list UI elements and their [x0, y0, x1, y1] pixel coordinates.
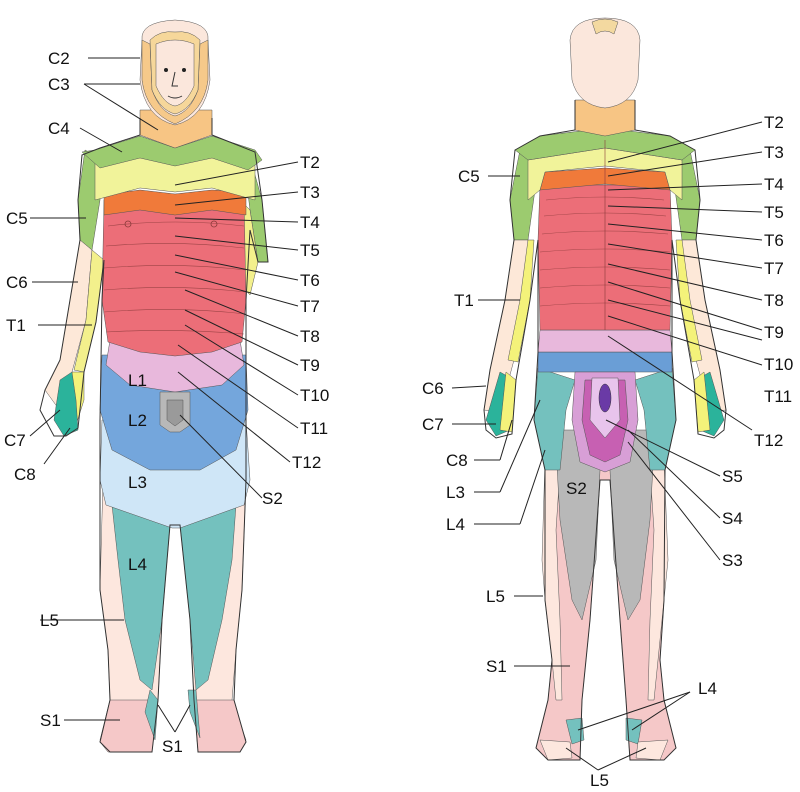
back-label-s4: S4: [722, 509, 743, 528]
front-t10-contour: [105, 330, 245, 335]
back-label-s2: S2: [566, 479, 587, 498]
front-nipple-left: [124, 220, 132, 228]
back-s5: [598, 383, 612, 413]
front-label-t5: T5: [300, 241, 320, 260]
back-label-t2: T2: [764, 113, 784, 132]
front-label-t8: T8: [300, 327, 320, 346]
front-label-t9: T9: [300, 356, 320, 375]
back-label-t4: T4: [764, 175, 784, 194]
front-eye-right: [182, 68, 186, 72]
back-label-s5: S5: [722, 467, 743, 486]
back-body-outline: [483, 100, 727, 761]
front-label-l4: L4: [128, 555, 147, 574]
back-arm-t1-right: [675, 239, 703, 363]
back-label-t5: T5: [764, 203, 784, 222]
front-label-l3: L3: [128, 473, 147, 492]
front-hand-c8: [53, 371, 79, 437]
front-nose: [171, 71, 178, 87]
front-thoracic: [101, 199, 247, 357]
front-label-s1-left: S1: [40, 711, 61, 730]
back-label-t11: T11: [764, 387, 792, 406]
front-t3: [103, 189, 247, 216]
back-l4-foot-left: [565, 717, 585, 745]
front-label-c4: C4: [48, 119, 70, 138]
back-label-t6: T6: [764, 231, 784, 250]
back-l5-left: [541, 459, 563, 701]
front-label-c3: C3: [48, 75, 70, 94]
front-label-t7: T7: [300, 297, 320, 316]
back-label-t3: T3: [764, 143, 784, 162]
front-label-l5: L5: [40, 611, 59, 630]
back-label-t9: T9: [764, 323, 784, 342]
front-label-t11: T11: [300, 419, 328, 438]
front-eye-left: [164, 68, 168, 72]
front-figure: [39, 19, 269, 753]
front-label-s2: S2: [262, 489, 283, 508]
back-label-l4-left: L4: [446, 515, 465, 534]
front-t8-contour: [103, 287, 247, 293]
back-label-c5: C5: [458, 167, 480, 186]
back-l5-right: [647, 459, 669, 701]
back-figure: [483, 17, 727, 761]
front-t7-contour: [103, 265, 247, 271]
front-t9-contour: [103, 309, 247, 315]
front-label-s1-bottom: S1: [162, 737, 183, 756]
back-label-t8: T8: [764, 291, 784, 310]
front-label-t3: T3: [300, 183, 320, 202]
back-label-s1: S1: [486, 657, 507, 676]
front-body-outline: [39, 118, 269, 753]
back-head: [569, 17, 641, 109]
front-label-t4: T4: [300, 213, 320, 232]
back-label-l4-bottom: L4: [698, 679, 717, 698]
front-label-c6: C6: [6, 273, 28, 292]
back-label-t10: T10: [764, 355, 793, 374]
front-label-c7: C7: [4, 431, 26, 450]
front-label-c8: C8: [14, 465, 36, 484]
front-label-t10: T10: [300, 386, 329, 405]
back-label-l3: L3: [446, 483, 465, 502]
back-label-l5-bottom: L5: [590, 771, 609, 790]
back-labels: T2 T3 T4 T5 T6 T7 T8 T9 T10 T11 T12 C5 T…: [422, 113, 793, 790]
front-label-c2: C2: [48, 49, 70, 68]
back-label-s3: S3: [722, 551, 743, 570]
front-labels: C2 C3 C4 C5 C6 T1 C7 C8 T2 T3 T4 T5 T6 T…: [4, 49, 329, 756]
front-label-t2: T2: [300, 153, 320, 172]
back-leader-lines: [451, 121, 763, 771]
front-foot-right: [193, 699, 247, 753]
front-mouth: [167, 95, 183, 99]
front-nipple-right: [210, 220, 218, 228]
back-label-c6: C6: [422, 379, 444, 398]
front-label-l2: L2: [128, 411, 147, 430]
back-label-t7: T7: [764, 259, 784, 278]
back-label-c8: C8: [446, 451, 468, 470]
back-label-l5-left: L5: [486, 587, 505, 606]
front-s2-inner: [166, 399, 184, 427]
front-label-t1: T1: [6, 316, 26, 335]
front-label-c5: C5: [6, 209, 28, 228]
back-t12: [537, 329, 673, 353]
back-l3-buttock: [537, 351, 673, 373]
back-label-t1: T1: [454, 291, 474, 310]
back-l5-foot-left: [539, 739, 573, 761]
front-label-t12: T12: [292, 453, 321, 472]
front-t6-contour: [105, 243, 245, 249]
back-label-t12: T12: [754, 431, 783, 450]
front-c5-shoulder: [81, 135, 263, 171]
back-head-crown: [591, 18, 619, 35]
front-leader-lines: [29, 57, 299, 733]
front-label-l1: L1: [128, 371, 147, 390]
front-t5-contour: [107, 221, 245, 227]
back-label-c7: C7: [422, 415, 444, 434]
front-label-t6: T6: [300, 271, 320, 290]
